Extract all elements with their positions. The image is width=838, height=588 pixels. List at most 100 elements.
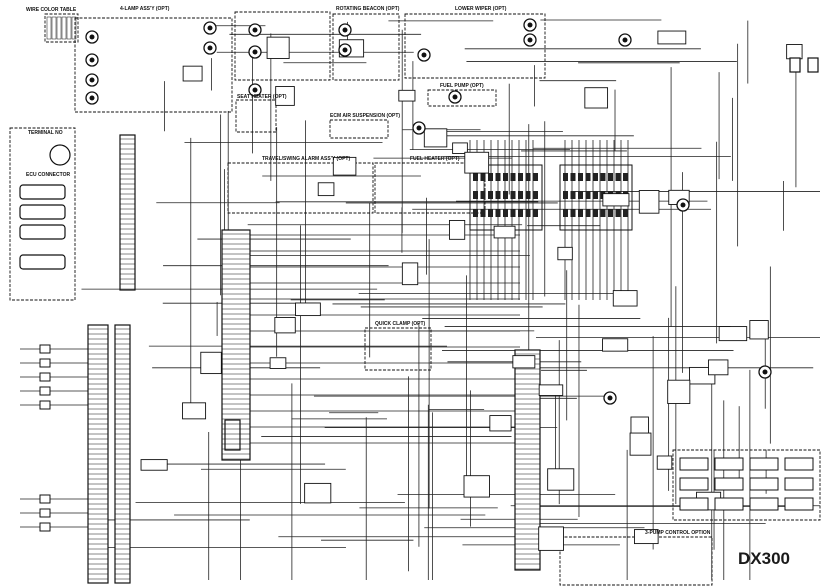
relay bbox=[304, 482, 332, 504]
fuse bbox=[570, 191, 576, 199]
fuse bbox=[570, 209, 576, 217]
fuse bbox=[473, 191, 478, 199]
relay bbox=[656, 455, 673, 470]
fuse bbox=[503, 191, 508, 199]
fuse bbox=[608, 209, 613, 217]
relay bbox=[200, 351, 222, 375]
relay bbox=[493, 225, 516, 239]
section-box bbox=[74, 17, 233, 113]
model-label: DX300 bbox=[738, 549, 790, 568]
sensor bbox=[39, 508, 51, 518]
fuse bbox=[593, 209, 598, 217]
table-cell bbox=[71, 16, 77, 40]
section-box bbox=[227, 162, 374, 214]
relay bbox=[602, 193, 630, 207]
lamp-center bbox=[207, 45, 213, 51]
table-cell bbox=[51, 16, 57, 40]
terminal-block bbox=[749, 457, 779, 471]
fuse bbox=[488, 191, 493, 199]
fuse bbox=[518, 209, 523, 217]
terminal-block bbox=[749, 497, 779, 511]
terminal-block bbox=[749, 477, 779, 491]
lamp-center bbox=[680, 202, 686, 208]
lamp-center bbox=[89, 77, 95, 83]
fuse bbox=[533, 191, 538, 199]
relay bbox=[538, 384, 564, 396]
table-cell bbox=[66, 16, 72, 40]
sensor bbox=[39, 386, 51, 396]
fuse bbox=[623, 173, 628, 181]
relay bbox=[612, 290, 638, 307]
terminal-block bbox=[784, 477, 814, 491]
relay bbox=[657, 30, 687, 45]
fuse bbox=[503, 173, 508, 181]
fuse bbox=[473, 209, 478, 217]
relay bbox=[638, 190, 660, 214]
fuse bbox=[525, 173, 531, 181]
connector-strip bbox=[119, 134, 136, 291]
section-box bbox=[427, 89, 497, 107]
lamp-center bbox=[252, 49, 258, 55]
relay bbox=[274, 317, 296, 334]
section-boxes bbox=[9, 11, 821, 586]
section-title-fuel-pump: FUEL PUMP (OPT) bbox=[440, 83, 484, 89]
section-box bbox=[559, 536, 713, 586]
ecu-connector bbox=[19, 254, 66, 270]
section-box bbox=[672, 449, 821, 521]
section-box bbox=[9, 127, 76, 301]
fuse bbox=[495, 191, 501, 199]
fuse bbox=[518, 191, 523, 199]
relay bbox=[463, 475, 490, 498]
lamp-center bbox=[89, 57, 95, 63]
section-title-seat-heater: SEAT HEATER (OPT) bbox=[237, 94, 287, 100]
terminal-label: TERMINAL NO bbox=[28, 130, 63, 136]
fuse bbox=[585, 209, 591, 217]
relay bbox=[275, 86, 295, 106]
wires bbox=[20, 19, 820, 580]
speaker bbox=[807, 57, 819, 73]
fuse bbox=[578, 191, 583, 199]
fuse bbox=[503, 209, 508, 217]
relay bbox=[448, 219, 466, 240]
table-cell bbox=[46, 16, 52, 40]
relay bbox=[423, 128, 448, 148]
ecu-connector bbox=[19, 184, 66, 200]
terminal-block bbox=[714, 497, 744, 511]
section-title-travel-alarm: TRAVEL/SWING ALARM ASS'Y (OPT) bbox=[262, 156, 350, 162]
lamp-center bbox=[416, 125, 422, 131]
fuse bbox=[510, 173, 516, 181]
fuse bbox=[480, 191, 486, 199]
fuse bbox=[600, 173, 606, 181]
section-title-rotating-beacon: ROTATING BEACON (OPT) bbox=[336, 6, 400, 12]
lamp-center bbox=[252, 87, 258, 93]
lamp-center bbox=[342, 27, 348, 33]
relay bbox=[401, 262, 419, 286]
fuse bbox=[480, 209, 486, 217]
relay bbox=[452, 142, 468, 154]
lamp-center bbox=[607, 395, 613, 401]
fuse bbox=[615, 209, 621, 217]
table-cell bbox=[61, 16, 67, 40]
section-title-quick-clamp: QUICK CLAMP (OPT) bbox=[375, 321, 426, 327]
sensor bbox=[39, 344, 51, 354]
relay bbox=[584, 87, 609, 109]
fuse bbox=[623, 209, 628, 217]
fuse bbox=[533, 173, 538, 181]
section-box bbox=[332, 13, 400, 81]
fuse bbox=[495, 209, 501, 217]
section-box bbox=[235, 99, 277, 133]
fuse bbox=[608, 173, 613, 181]
fuse bbox=[600, 209, 606, 217]
lamp-center bbox=[342, 47, 348, 53]
relay bbox=[786, 44, 803, 60]
fuse bbox=[510, 191, 516, 199]
ecu-connector bbox=[19, 224, 66, 240]
lamp-center bbox=[762, 369, 768, 375]
relay bbox=[266, 36, 290, 59]
lamp-center bbox=[89, 34, 95, 40]
relay bbox=[602, 338, 629, 352]
fuse bbox=[518, 173, 523, 181]
relay bbox=[140, 459, 168, 471]
